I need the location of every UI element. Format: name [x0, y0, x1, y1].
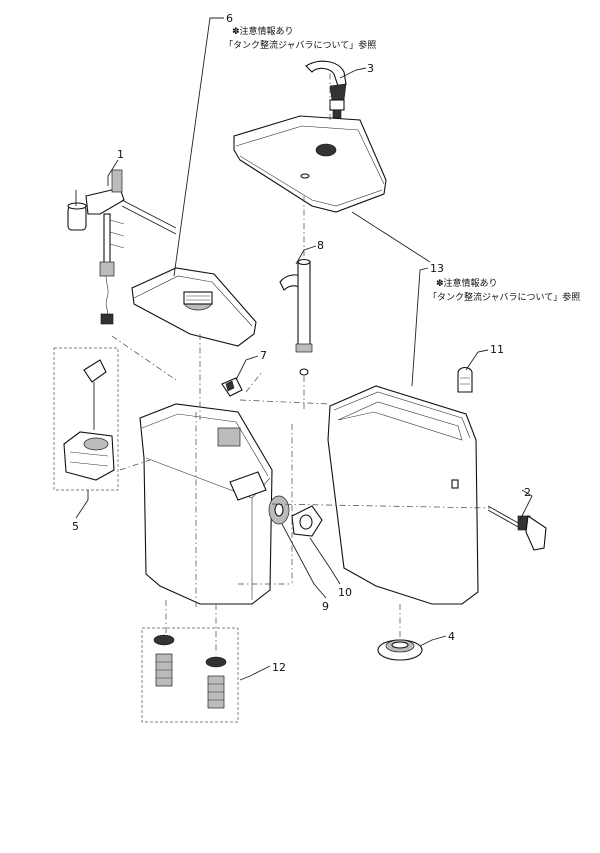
callout-11: 11 — [490, 343, 504, 356]
part-13-ceramic-tank — [327, 385, 479, 605]
part-11-cap — [457, 366, 473, 393]
part-8-overflow-pipe — [279, 258, 313, 376]
caution-note-6: ✽注意情報あり 「タンク整流ジャバラについて」参照 — [224, 25, 376, 51]
part-6-inner-cover — [131, 267, 257, 347]
callout-7: 7 — [260, 349, 267, 362]
part-4-bottom-gasket — [377, 639, 423, 661]
callout-10: 10 — [338, 586, 352, 599]
part-13-tank-lid — [233, 115, 387, 213]
tank-inner-body — [139, 403, 273, 605]
callout-4: 4 — [448, 630, 455, 643]
callout-5: 5 — [72, 520, 79, 533]
part-10-gasket — [291, 505, 323, 537]
part-12-hardware-set — [141, 627, 239, 723]
assembly-center-lines — [111, 70, 491, 654]
callout-12: 12 — [272, 661, 286, 674]
callout-2: 2 — [524, 486, 531, 499]
callout-3: 3 — [367, 62, 374, 75]
callout-1: 1 — [117, 148, 124, 161]
callout-6: 6 — [226, 12, 233, 25]
callout-8: 8 — [317, 239, 324, 252]
note-6-line-2: 「タンク整流ジャバラについて」参照 — [224, 39, 376, 51]
callout-9: 9 — [322, 600, 329, 613]
note-13-line-2: 「タンク整流ジャバラについて」参照 — [428, 291, 580, 303]
part-5-flush-valve — [53, 347, 119, 491]
callout-numbers: 1 2 3 4 5 6 7 8 9 10 11 12 13 — [72, 12, 531, 674]
leader-lines — [75, 17, 533, 681]
part-7-clip — [221, 377, 243, 397]
note-13-line-1: ✽注意情報あり — [436, 277, 498, 289]
part-2-trip-lever — [487, 505, 547, 551]
part-1-fill-valve — [67, 169, 177, 325]
note-6-line-1: ✽注意情報あり — [232, 25, 294, 37]
part-9-ring — [268, 495, 290, 525]
callout-13: 13 — [430, 262, 444, 275]
caution-note-13: ✽注意情報あり 「タンク整流ジャバラについて」参照 — [428, 277, 580, 303]
part-3-lid-handle — [305, 60, 347, 119]
